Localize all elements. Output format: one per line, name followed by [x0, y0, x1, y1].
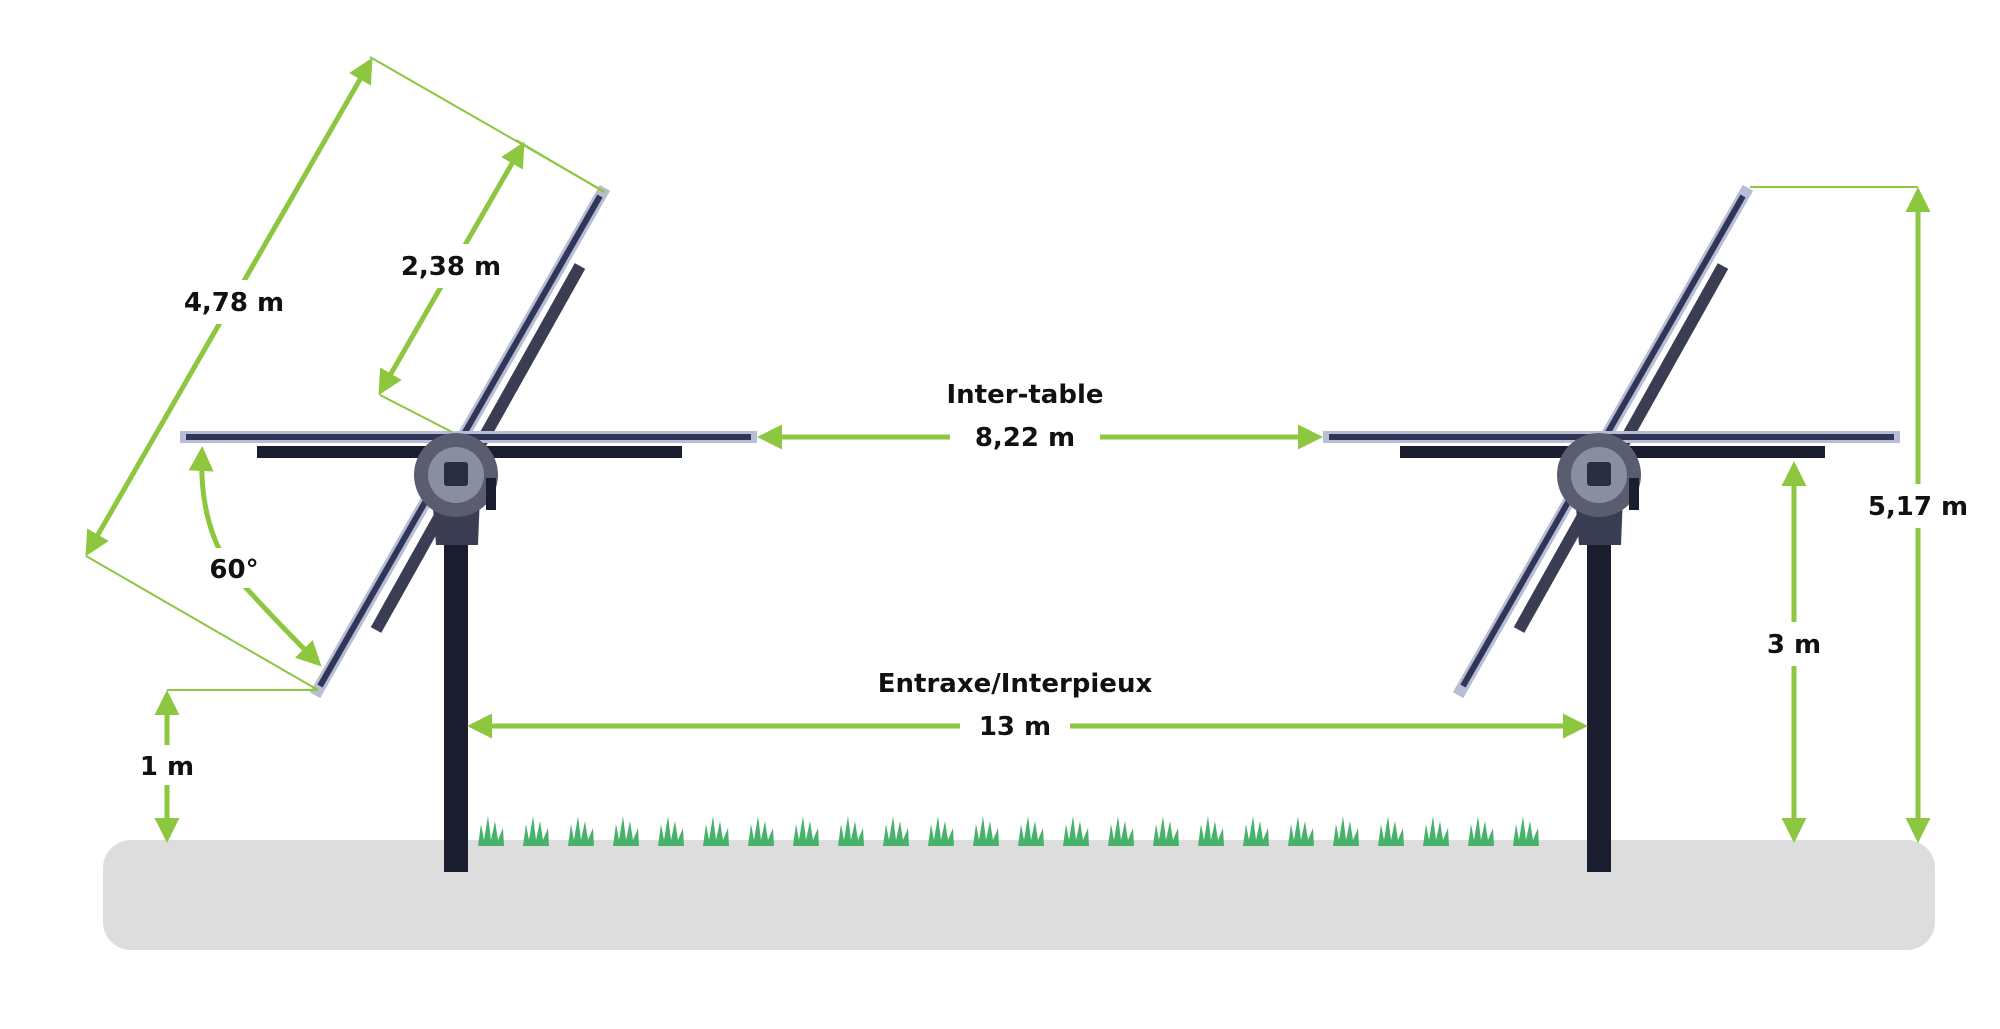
dimension-pivot-height: 3 m — [1766, 461, 1822, 843]
grass-tuft — [523, 816, 549, 846]
grass-tuft — [928, 816, 954, 846]
solar-tracker-right — [1323, 184, 1900, 872]
grass-tuft — [1378, 816, 1404, 846]
label-panel-length: 4,78 m — [184, 288, 284, 318]
grass-tuft — [613, 816, 639, 846]
dimension-max-height: 5,17 m — [1750, 186, 1968, 843]
grass-tuft — [973, 816, 999, 846]
label-inter-table-value: 8,22 m — [975, 423, 1075, 453]
grass-tuft — [478, 816, 504, 846]
grass-tuft — [793, 816, 819, 846]
grass-tuft — [1423, 816, 1449, 846]
grass-tuft — [883, 816, 909, 846]
label-low-clearance: 1 m — [140, 752, 194, 782]
dimension-panel-length: 4,78 m — [85, 56, 606, 691]
grass-tuft — [568, 816, 594, 846]
grass-tuft — [1288, 816, 1314, 846]
label-post-spacing-value: 13 m — [979, 712, 1051, 742]
dimension-half-panel: 2,38 m — [378, 139, 605, 433]
grass-tuft — [703, 816, 729, 846]
grass-tuft — [1468, 816, 1494, 846]
grass-tuft — [1063, 816, 1089, 846]
dimension-inter-table: Inter-table 8,22 m — [757, 380, 1323, 460]
label-tilt-angle: 60° — [209, 555, 258, 585]
grass-tuft — [1108, 816, 1134, 846]
grass-tuft — [838, 816, 864, 846]
dimension-post-spacing: Entraxe/Interpieux 13 m — [467, 669, 1588, 750]
label-max-height: 5,17 m — [1868, 492, 1968, 522]
grass-tuft — [1513, 816, 1539, 846]
post-left — [444, 500, 468, 872]
grass-tuft — [1243, 816, 1269, 846]
post-right — [1587, 500, 1611, 872]
grass-tuft — [1198, 816, 1224, 846]
grass-tuft — [748, 816, 774, 846]
grass-tuft — [1333, 816, 1359, 846]
grass-tuft — [1153, 816, 1179, 846]
label-inter-table-title: Inter-table — [947, 380, 1104, 410]
grass-tuft — [1018, 816, 1044, 846]
dimension-low-clearance: 1 m — [138, 689, 318, 843]
label-post-spacing-title: Entraxe/Interpieux — [878, 669, 1153, 699]
label-half-panel: 2,38 m — [401, 252, 501, 282]
dimension-tilt-angle: 60° — [188, 446, 322, 667]
ground — [103, 840, 1935, 950]
grass-tuft — [658, 816, 684, 846]
label-pivot-height: 3 m — [1767, 630, 1821, 660]
